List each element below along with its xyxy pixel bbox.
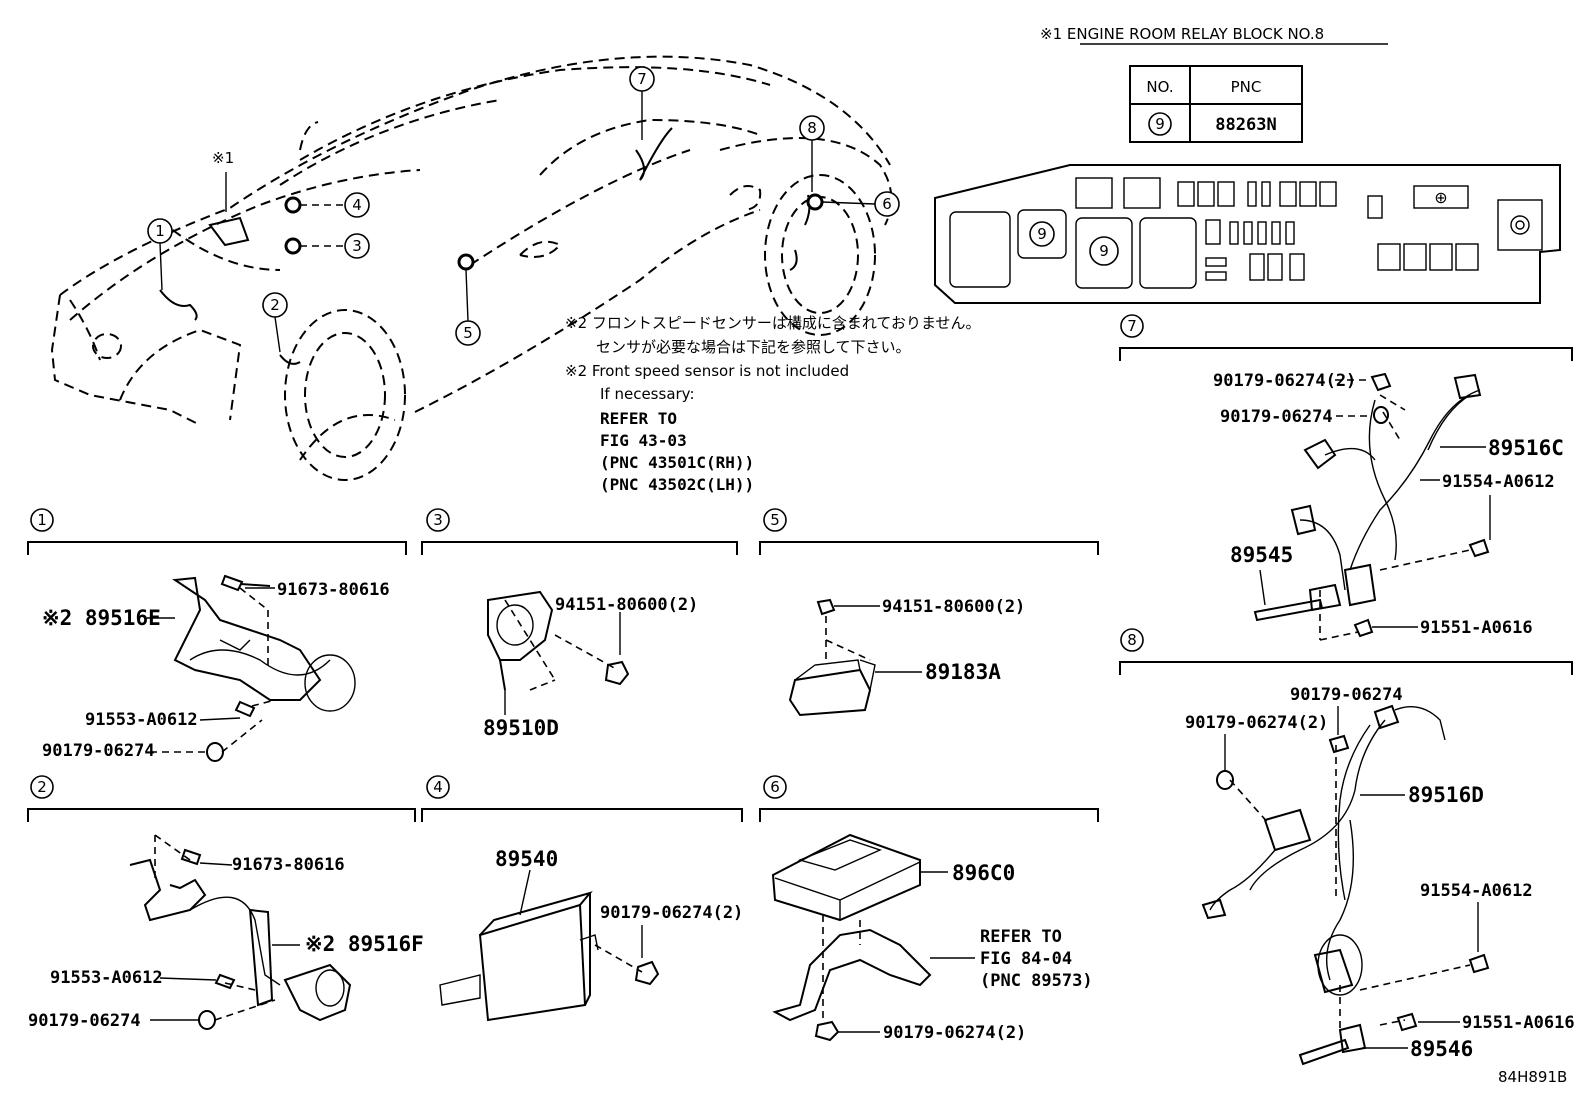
vehicle-overview: ※1 1 2 3 4 5 6 7 8 xyxy=(50,55,900,481)
note-ref-1: REFER TO xyxy=(600,409,677,428)
section-1: 1 91673-80616 ※2 89516E 91553-A0612 9017… xyxy=(27,508,407,762)
section-4: 4 89540 90179-06274(2) xyxy=(421,775,743,1022)
section-7: 7 90179-06274(2) 90179-06274 89516C 9155… xyxy=(1119,314,1573,641)
s6-refer-to: REFER TO xyxy=(980,927,1062,947)
section-2: 2 91673-80616 ※2 89516F 91553-A0612 9017… xyxy=(27,775,424,1031)
s1-part-89516E: ※2 89516E xyxy=(42,606,161,630)
relay-block-panel: ※1 ENGINE ROOM RELAY BLOCK NO.8 NO. PNC … xyxy=(934,25,1561,304)
section-8: 8 90179-06274 90179-06274(2) 89516D 9155… xyxy=(1119,628,1575,1066)
callout-4: 4 xyxy=(300,192,370,218)
section-6: 6 896C0 REFER TO FIG 84-04 (PNC 89573) 9… xyxy=(759,775,1099,1043)
svg-text:8: 8 xyxy=(807,119,817,137)
relay-block-title: ※1 ENGINE ROOM RELAY BLOCK NO.8 xyxy=(1040,25,1324,43)
callout-7: 7 xyxy=(629,66,655,140)
s7-part-91551-A0616: 91551-A0616 xyxy=(1420,618,1533,638)
table-row-no: 9 xyxy=(1155,115,1165,133)
section-5-number: 5 xyxy=(770,511,780,529)
callout-8: 8 xyxy=(799,115,825,192)
note-ref-2: FIG 43-03 xyxy=(600,431,687,450)
s8-part-90179-06274-2: 90179-06274(2) xyxy=(1185,713,1328,733)
svg-text:3: 3 xyxy=(352,237,362,255)
s7-part-89545: 89545 xyxy=(1230,543,1293,567)
s7-part-89516C: 89516C xyxy=(1488,436,1564,460)
s1-part-91673-80616: 91673-80616 xyxy=(277,580,390,600)
section-3-number: 3 xyxy=(433,511,443,529)
s6-part-896C0: 896C0 xyxy=(952,861,1015,885)
s7-part-90179-06274-2: 90179-06274(2) xyxy=(1213,371,1356,391)
s8-part-91554-A0612: 91554-A0612 xyxy=(1420,881,1533,901)
table-row-pnc: 88263N xyxy=(1215,115,1276,135)
note-en-line2: If necessary: xyxy=(600,385,695,403)
section-4-number: 4 xyxy=(433,778,443,796)
callout-1: 1 xyxy=(147,218,173,291)
slot-label-1: 9 xyxy=(1037,225,1047,243)
s1-part-90179-06274: 90179-06274 xyxy=(42,741,155,761)
table-header-pnc: PNC xyxy=(1231,78,1262,96)
s8-part-89516D: 89516D xyxy=(1408,783,1484,807)
s6-pnc-89573: (PNC 89573) xyxy=(980,971,1093,991)
s5-part-94151-80600: 94151-80600(2) xyxy=(882,597,1025,617)
section-3: 3 94151-80600(2) 89510D xyxy=(421,508,738,740)
s2-part-91553-A0612: 91553-A0612 xyxy=(50,968,163,988)
s3-part-89510D: 89510D xyxy=(483,716,559,740)
note-en-line1: ※2 Front speed sensor is not included xyxy=(565,362,849,380)
callout-3: 3 xyxy=(300,233,370,259)
section-5: 5 94151-80600(2) 89183A xyxy=(759,508,1099,717)
relay-block-marker: ※1 xyxy=(212,149,234,167)
s8-part-91551-A0616: 91551-A0616 xyxy=(1462,1013,1575,1033)
s7-part-91554-A0612: 91554-A0612 xyxy=(1442,472,1555,492)
svg-text:4: 4 xyxy=(352,196,362,214)
svg-text:2: 2 xyxy=(270,296,280,314)
section-2-number: 2 xyxy=(37,778,47,796)
svg-text:1: 1 xyxy=(155,222,165,240)
notes-block: ※2 フロントスピードセンサーは構成に含まれておりません。 センサが必要な場合は… xyxy=(565,314,981,494)
s3-part-94151-80600: 94151-80600(2) xyxy=(555,595,698,615)
plus-terminal-icon: ⊕ xyxy=(1434,188,1447,207)
note-ref-4: (PNC 43502C(LH)) xyxy=(600,475,754,494)
s6-part-90179-06274-2: 90179-06274(2) xyxy=(883,1023,1026,1043)
s2-part-89516F: ※2 89516F xyxy=(305,932,424,956)
note-jp-line1: ※2 フロントスピードセンサーは構成に含まれておりません。 xyxy=(565,314,981,332)
callout-6: 6 xyxy=(821,191,900,217)
s8-part-90179-06274: 90179-06274 xyxy=(1290,685,1403,705)
callout-2: 2 xyxy=(262,292,288,353)
s4-part-90179-06274-2: 90179-06274(2) xyxy=(600,903,743,923)
svg-text:5: 5 xyxy=(463,324,473,342)
callout-5: 5 xyxy=(455,269,481,346)
s7-part-90179-06274: 90179-06274 xyxy=(1220,407,1333,427)
note-jp-line2: センサが必要な場合は下記を参照して下さい。 xyxy=(596,338,911,356)
s2-part-91673-80616: 91673-80616 xyxy=(232,855,345,875)
s1-part-91553-A0612: 91553-A0612 xyxy=(85,710,198,730)
section-8-number: 8 xyxy=(1127,631,1137,649)
svg-text:7: 7 xyxy=(637,70,647,88)
table-header-no: NO. xyxy=(1146,78,1173,96)
section-1-number: 1 xyxy=(37,511,47,529)
s5-part-89183A: 89183A xyxy=(925,660,1001,684)
note-ref-3: (PNC 43501C(RH)) xyxy=(600,453,754,472)
s6-fig-84-04: FIG 84-04 xyxy=(980,949,1072,969)
slot-label-2: 9 xyxy=(1099,242,1109,260)
s4-part-89540: 89540 xyxy=(495,847,558,871)
section-7-number: 7 xyxy=(1127,317,1137,335)
s2-part-90179-06274: 90179-06274 xyxy=(28,1011,141,1031)
section-6-number: 6 xyxy=(770,778,780,796)
figure-id: 84H891B xyxy=(1498,1068,1567,1086)
s8-part-89546: 89546 xyxy=(1410,1037,1473,1061)
svg-text:6: 6 xyxy=(882,195,892,213)
